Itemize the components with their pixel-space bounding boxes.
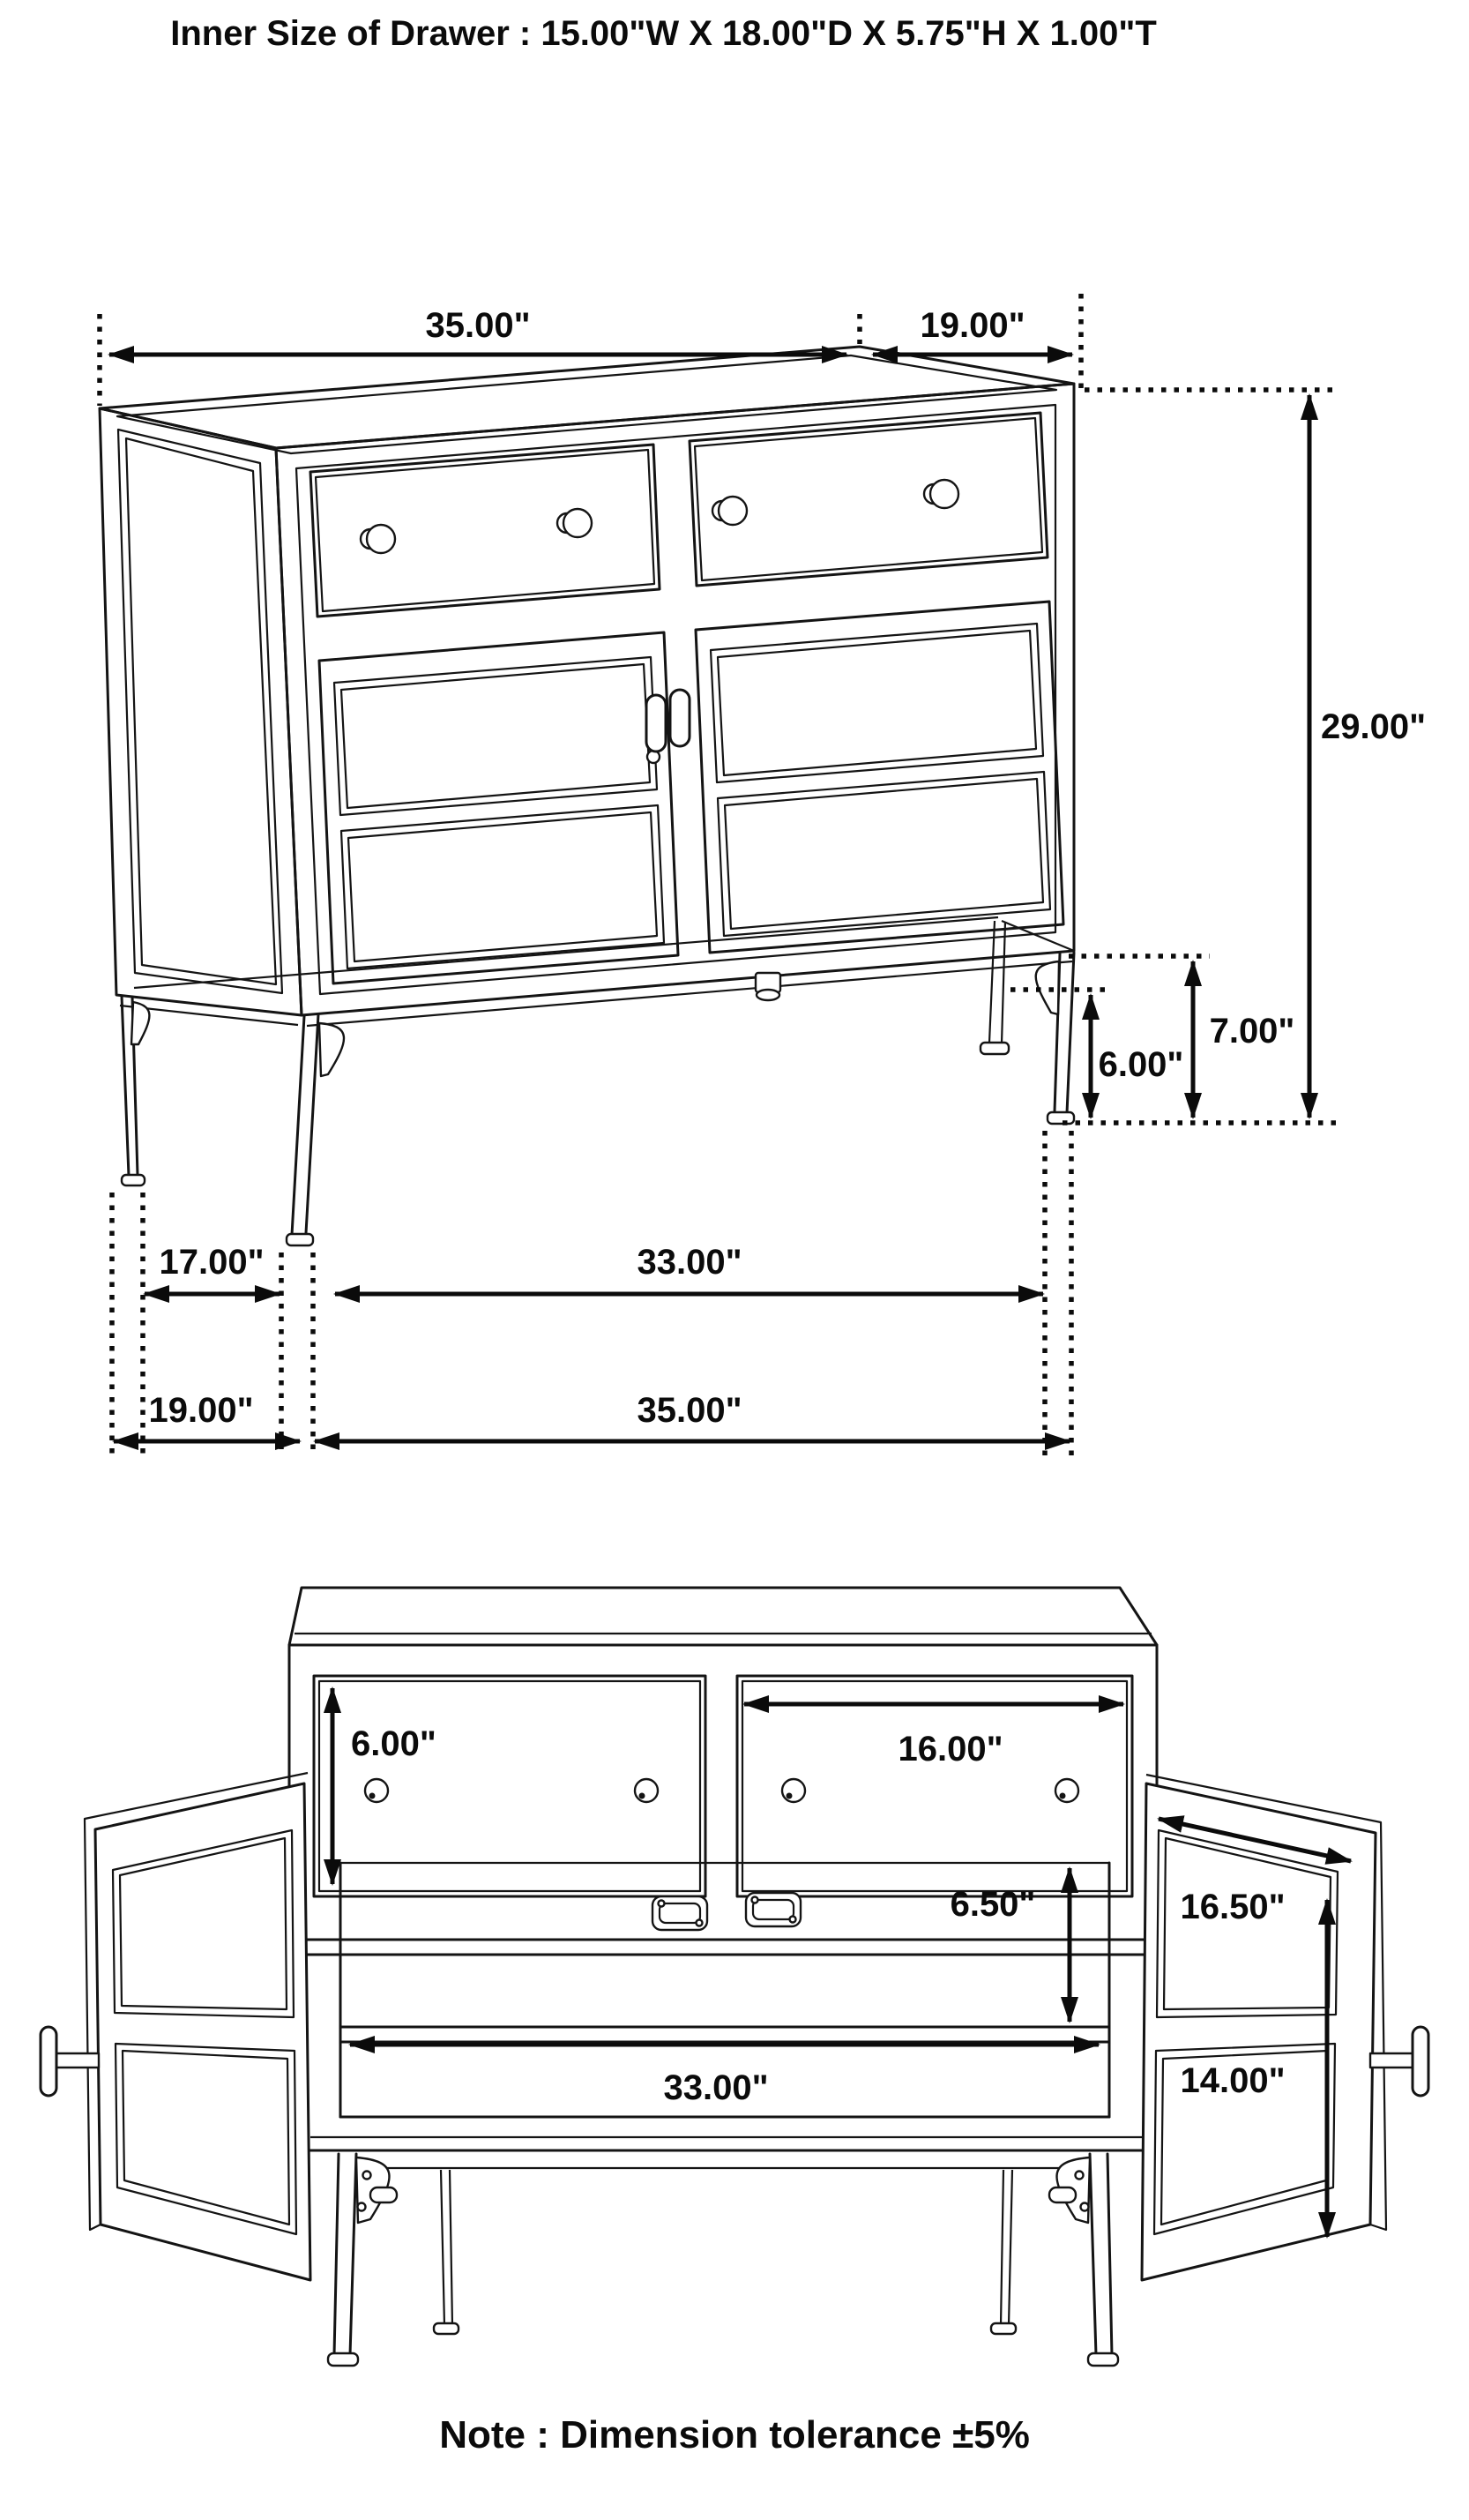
dim-label-interior-width: 33.00" bbox=[663, 2068, 768, 2107]
open-view-legs bbox=[326, 2152, 1120, 2367]
dim-label-base-outer-depth: 19.00" bbox=[148, 1391, 253, 1430]
dim-door-width: 16.50" bbox=[1157, 1815, 1353, 1926]
dim-base-inner-depth: 17.00" bbox=[143, 1243, 281, 1303]
open-door-left bbox=[39, 1771, 312, 2282]
door-right bbox=[694, 600, 1065, 954]
cabinet-top-face bbox=[98, 345, 1076, 455]
drawer-latch-pulls bbox=[651, 1891, 802, 1932]
dim-base-inner-width: 33.00" bbox=[333, 1243, 1045, 1303]
open-drawer-knobs bbox=[363, 1777, 1080, 1804]
dim-label-leg-front: 6.00" bbox=[1099, 1045, 1184, 1084]
dim-leg-side: 7.00" bbox=[1069, 953, 1295, 1119]
open-cabinet-top bbox=[287, 1586, 1159, 1647]
drawer-knobs bbox=[359, 478, 960, 555]
open-view-diagram: 6.00" 16.00" 6.50" 16.50" 33.00" 14.00" bbox=[39, 1586, 1430, 2367]
dim-door-panel-height: 14.00" bbox=[1180, 1898, 1336, 2239]
dim-label-door-panel-height: 14.00" bbox=[1180, 2061, 1285, 2100]
dim-top-width: 35.00" bbox=[97, 306, 862, 406]
dim-base-outer-width: 35.00" bbox=[313, 1391, 1071, 1450]
dim-shelf-spacing: 6.50" bbox=[951, 1866, 1078, 2023]
dim-drawer-height: 6.00" bbox=[324, 1686, 436, 1886]
dim-label-leg-side: 7.00" bbox=[1210, 1012, 1295, 1051]
dim-label-base-inner-width: 33.00" bbox=[637, 1243, 742, 1282]
foot-projection-lines bbox=[109, 1131, 1074, 1457]
dim-drawer-width: 16.00" bbox=[742, 1695, 1125, 1768]
dim-label-door-width: 16.50" bbox=[1180, 1888, 1285, 1926]
base-and-legs bbox=[119, 916, 1076, 1247]
door-handles bbox=[645, 688, 691, 765]
dim-label-top-width: 35.00" bbox=[425, 306, 530, 345]
dim-label-top-depth: 19.00" bbox=[920, 306, 1025, 345]
dim-label-drawer-width: 16.00" bbox=[898, 1730, 1003, 1768]
closed-view-diagram: 35.00" 19.00" 29.00" 7.00" 6.00" bbox=[97, 294, 1426, 1457]
dim-interior-width: 33.00" bbox=[348, 2036, 1100, 2107]
cabinet-side-panel bbox=[98, 407, 303, 1017]
dim-leg-front: 6.00" bbox=[1010, 987, 1184, 1119]
dim-height: 29.00" bbox=[1063, 387, 1426, 1125]
drawer-left bbox=[309, 443, 661, 618]
open-door-right bbox=[1140, 1773, 1430, 2282]
dim-label-height: 29.00" bbox=[1321, 707, 1426, 746]
page-title: Inner Size of Drawer : 15.00"W X 18.00"D… bbox=[170, 14, 1157, 53]
dim-top-depth: 19.00" bbox=[871, 294, 1084, 388]
dim-label-shelf-spacing: 6.50" bbox=[951, 1885, 1036, 1924]
tolerance-note: Note : Dimension tolerance ±5% bbox=[439, 2413, 1030, 2456]
dim-label-drawer-height: 6.00" bbox=[351, 1724, 436, 1763]
dim-label-base-inner-depth: 17.00" bbox=[159, 1243, 264, 1282]
dim-label-base-outer-width: 35.00" bbox=[637, 1391, 742, 1430]
drawer-right bbox=[688, 411, 1049, 587]
door-left bbox=[317, 631, 680, 985]
dim-base-outer-depth: 19.00" bbox=[112, 1391, 302, 1450]
